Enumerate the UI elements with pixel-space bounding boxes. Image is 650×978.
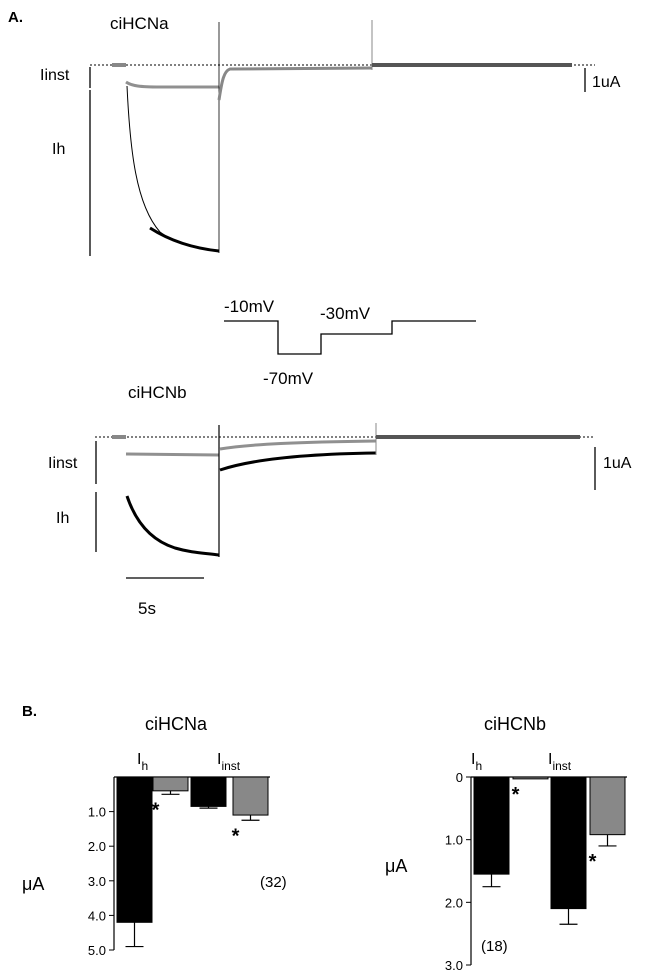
y-axis-label: μA	[22, 874, 44, 894]
protocol-label-m10: -10mV	[224, 297, 275, 316]
voltage-protocol: -10mV -70mV -30mV	[224, 297, 476, 388]
trace-title-ciHCNa: ciHCNa	[110, 14, 169, 33]
trace-black-top	[126, 85, 220, 252]
y-tick-label: 3.0	[88, 874, 106, 889]
trace-title-ciHCNb: ciHCNb	[128, 383, 187, 402]
chart-title: ciHCNa	[145, 714, 208, 734]
trace-black-top-late	[149, 226, 220, 253]
y-tick-label: 1.0	[445, 833, 463, 848]
y-tick-label: 2.0	[88, 839, 106, 854]
group-label: Iinst	[217, 751, 241, 773]
late-trace-top	[372, 63, 572, 67]
bar	[116, 776, 153, 923]
bar	[589, 776, 626, 836]
iinst-label-bottom: Iinst	[48, 455, 78, 472]
y-tick-label: 5.0	[88, 943, 106, 958]
chart-title: ciHCNb	[484, 714, 546, 734]
scale-label-top: 1uA	[592, 74, 621, 91]
y-tick-label: 2.0	[445, 895, 463, 910]
holding-segment-b	[112, 435, 126, 439]
protocol-trace	[224, 320, 476, 355]
bar	[190, 776, 227, 807]
panel-b-label: B.	[22, 703, 37, 720]
iinst-label-top: Iinst	[40, 67, 70, 84]
significance-star: *	[232, 825, 240, 847]
tail-gray-bottom	[219, 439, 377, 451]
significance-star: *	[589, 851, 597, 873]
trace-panel-ciHCNa: ciHCNa Iinst Ih 1uA	[40, 14, 621, 256]
trace-gray-top	[125, 80, 219, 89]
y-tick-label: 0	[456, 770, 463, 785]
group-label: Ih	[471, 751, 482, 773]
time-scale-label: 5s	[138, 599, 156, 618]
trace-black-bottom	[125, 495, 220, 557]
scale-label-bottom: 1uA	[603, 455, 632, 472]
trace-gray-bottom	[125, 452, 220, 457]
significance-star: *	[512, 784, 520, 806]
bar	[550, 776, 587, 910]
bar	[512, 776, 549, 780]
trace-panel-ciHCNb: ciHCNb Iinst Ih 1uA 5s	[48, 383, 632, 618]
y-axis-label: μA	[385, 856, 407, 876]
n-label: (18)	[481, 938, 508, 955]
late-trace-bottom	[376, 435, 580, 439]
significance-star: *	[152, 799, 160, 821]
panel-a-label: A.	[8, 9, 23, 26]
y-tick-label: 1.0	[88, 805, 106, 820]
bar	[152, 776, 189, 792]
bar	[232, 776, 269, 816]
holding-segment	[112, 63, 126, 67]
tail-top	[217, 66, 373, 101]
tail-black-bottom	[219, 451, 377, 472]
protocol-label-m70: -70mV	[263, 369, 314, 388]
protocol-label-m30: -30mV	[320, 304, 371, 323]
y-tick-label: 4.0	[88, 908, 106, 923]
ih-label-top: Ih	[52, 141, 65, 158]
ih-label-bottom: Ih	[56, 510, 69, 527]
y-tick-label: 3.0	[445, 958, 463, 973]
group-label: Ih	[137, 751, 148, 773]
n-label: (32)	[260, 874, 287, 891]
bar	[473, 776, 510, 875]
group-label: Iinst	[548, 751, 572, 773]
